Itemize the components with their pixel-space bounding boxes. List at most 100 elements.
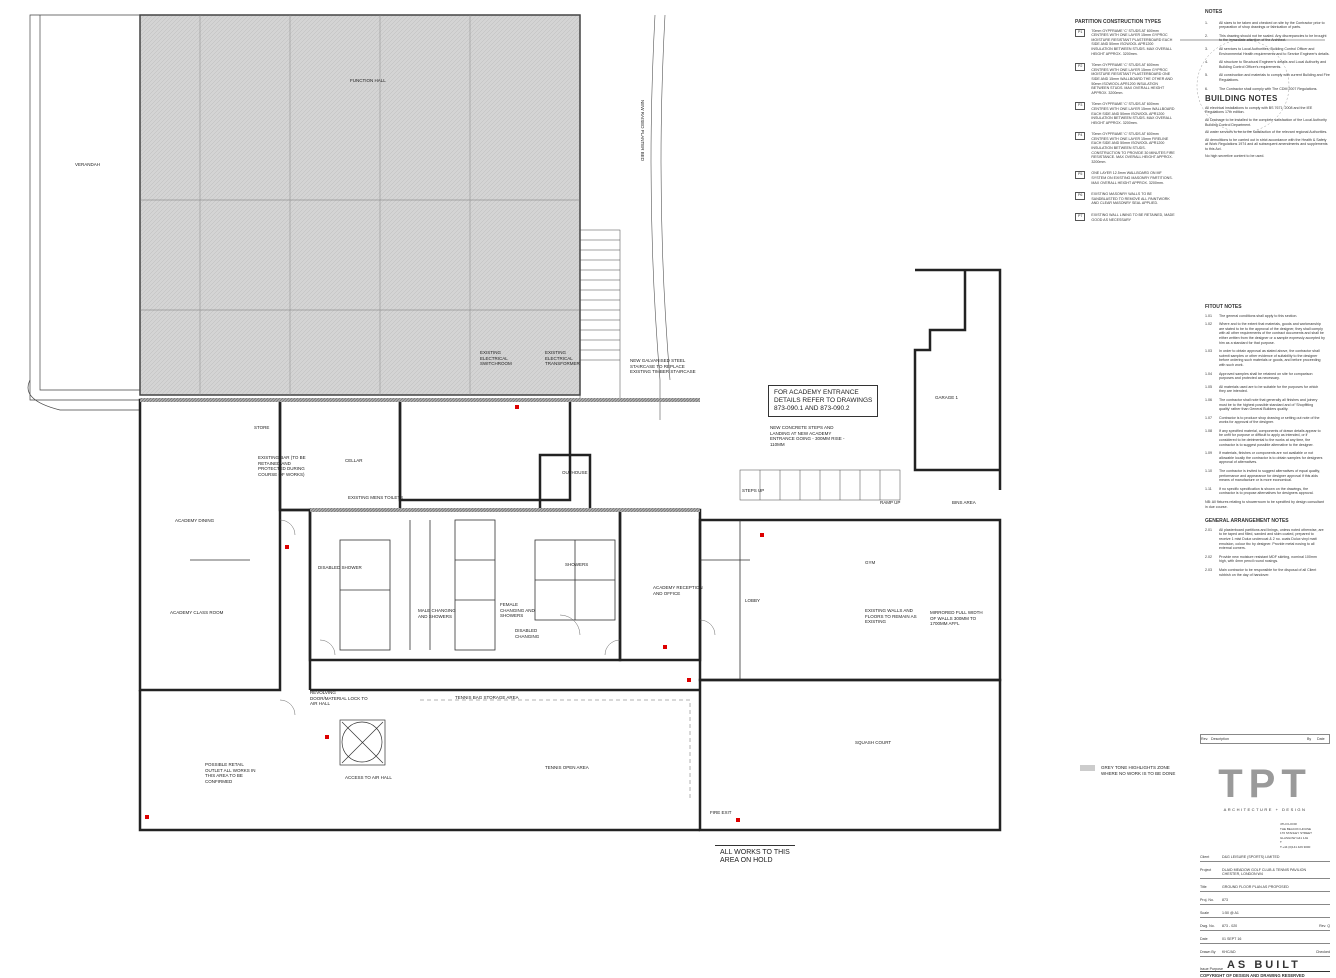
title-block: Rev. Description By Date TPT ARCHITECTUR… (1200, 730, 1330, 978)
drawn-by-label: Drawn By (1200, 950, 1216, 954)
room-label-gym: GYM (865, 560, 876, 565)
note-item: 4. All structure to Structural Engineer's… (1205, 60, 1330, 69)
issue-purpose-value: AS BUILT (1226, 959, 1301, 971)
note-text: This drawing should not be scaled. Any d… (1219, 33, 1327, 43)
room-label-academy-reception: ACADEMY RECEPTION AND OFFICE (653, 585, 703, 596)
fitout-note-number: 1.09 (1205, 451, 1212, 456)
room-label-showers: SHOWERS (565, 562, 589, 567)
note-number: 4. (1205, 60, 1208, 65)
fitout-note-text: The general conditions shall apply to th… (1219, 313, 1298, 318)
client-value: D&G LEISURE (SPORTS) LIMITED (1222, 855, 1280, 859)
rev-value: Q (1327, 924, 1330, 928)
room-label-bins-area: BINS AREA (952, 500, 976, 505)
room-label-steps-up: STEPS UP (742, 488, 765, 493)
address-line: THE BEACON HOUSE (1280, 826, 1312, 831)
function-hall-grey-zone (139, 14, 581, 396)
proj-no-value: 873 (1222, 898, 1228, 902)
revision-header: Rev. Description By Date (1200, 734, 1330, 744)
note-item: 5. All construction and materials to comp… (1205, 73, 1330, 82)
proj-no-row: Proj. No.873 (1200, 896, 1330, 905)
project-value: DLAID MEADOW GOLF CLUB & TENNIS PAVILION… (1222, 868, 1307, 876)
room-label-fire-exit: FIRE EXIT (710, 810, 732, 815)
note-text: All structure to Structural Engineer's d… (1219, 60, 1327, 69)
note-item: 1.All sizes to be taken and checked on s… (1205, 21, 1330, 30)
scale-value: 1:50 @ A1 (1222, 911, 1239, 915)
fitout-note-number: 1.04 (1205, 371, 1212, 376)
room-label-disabled-shower: DISABLED SHOWER (318, 565, 362, 570)
fitout-note-text: Contractor is to produce shop drawing or… (1219, 415, 1320, 425)
room-label-academy-class-room: ACADEMY CLASS ROOM (170, 610, 224, 615)
room-label-disabled-changing: DISABLED CHANGING (515, 628, 540, 639)
partition-description: 70mm GYPFRAME 'C' STUDS AT 600mm CENTRES… (1091, 102, 1175, 125)
partition-tag: P1 (1075, 28, 1086, 37)
checked-label: Checked (1315, 950, 1330, 954)
room-label-female-changing: FEMALE CHANGING AND SHOWERS (500, 602, 535, 618)
address-line: 4TH FLOOR (1280, 822, 1297, 826)
ga-note-number: 2.02 (1205, 554, 1212, 559)
fitout-note-number: 1.03 (1205, 349, 1212, 354)
fitout-note: 1.11 If no specific specification is show… (1205, 487, 1325, 496)
date-value: 01 SEPT 16 (1222, 937, 1242, 941)
building-note: All demolitions to be carried out in str… (1205, 137, 1328, 151)
fitout-note-number: 1.10 (1205, 469, 1212, 474)
fitout-nb: NB: All fixtures relating to showerroom … (1205, 500, 1324, 509)
note-item: 2.This drawing should not be scaled. Any… (1205, 34, 1330, 43)
internal-partitions (190, 519, 750, 680)
building-note: All electrical installations to comply w… (1205, 105, 1313, 115)
fitout-notes-title: FITOUT NOTES (1205, 304, 1242, 310)
note-number: 6. (1205, 86, 1208, 91)
room-label-store: STORE (254, 425, 270, 430)
notes-title: NOTES (1205, 9, 1223, 15)
address-line: 176 STANLEY STREET (1280, 831, 1312, 835)
fitout-note-number: 1.01 (1205, 313, 1212, 318)
note-number: 1. (1205, 20, 1208, 25)
note-item: 6. The Contractor shall comply with The C… (1205, 87, 1330, 92)
note-text: The Contractor shall comply with The CDM… (1219, 86, 1318, 91)
tpt-logo: TPT (1218, 762, 1312, 806)
date-label: Date (1200, 937, 1208, 941)
fitout-note: 1.01 The general conditions shall apply t… (1205, 314, 1325, 319)
scale-label: Scale (1200, 911, 1209, 915)
access-ramp (739, 469, 901, 501)
planter-curve (650, 14, 671, 420)
address: 4TH FLOOR THE BEACON HOUSE 176 STANLEY S… (1280, 822, 1330, 849)
scale-row: Scale 1:50 @ A1 (1200, 909, 1330, 918)
room-label-tennis-bag-storage: TENNIS BAG STORAGE AREA (455, 695, 519, 700)
grey-tone-legend: GREY TONE HIGHLIGHTS ZONE WHERE NO WORK … (1080, 765, 1175, 776)
title-value: GROUND FLOOR PLAN AS PROPOSED (1222, 885, 1289, 889)
fitout-note-text: If no specific specification is shown on… (1219, 486, 1314, 496)
fitout-note-text: The contractor is invited to suggest alt… (1219, 469, 1321, 483)
fitout-note-text: The contractor shall note that generally… (1219, 397, 1318, 412)
ga-note-number: 2.03 (1205, 567, 1212, 572)
room-label-tennis-open-area: TENNIS OPEN AREA (545, 765, 589, 770)
note-text: All construction and materials to comply… (1219, 73, 1330, 82)
room-label-male-changing: MALE CHANGING AND SHOWERS (418, 608, 456, 619)
tennis-area-dashed (420, 699, 691, 800)
building-note: All Drainage to be installed to the comp… (1205, 117, 1327, 127)
tagline: ARCHITECTURE + DESIGN (1223, 807, 1307, 812)
general-notes: NOTES 1.All sizes to be taken and checke… (1205, 10, 1330, 162)
annotation-existing-walls: EXISTING WALLS AND FLOORS TO REMAIN AS E… (865, 608, 917, 624)
grey-tone-swatch (1080, 765, 1095, 771)
note-number: 5. (1205, 73, 1208, 78)
annotation-mirrored-wall: MIRRORED FULL WIDTH OF WALLS 300mm TO 17… (930, 610, 983, 626)
dwg-no-label: Dwg. No. (1200, 924, 1215, 928)
description-col: Description (1211, 737, 1229, 741)
room-label-garage: GARAGE 1 (935, 395, 959, 400)
entrance-details-callout: FOR ACADEMY ENTRANCE DETAILS REFER TO DR… (768, 385, 879, 417)
fitout-note-number: 1.11 (1205, 486, 1212, 491)
ga-note-text: Main contractor to be responsible for th… (1219, 567, 1317, 577)
building-notes-title: BUILDING NOTES (1205, 94, 1278, 104)
